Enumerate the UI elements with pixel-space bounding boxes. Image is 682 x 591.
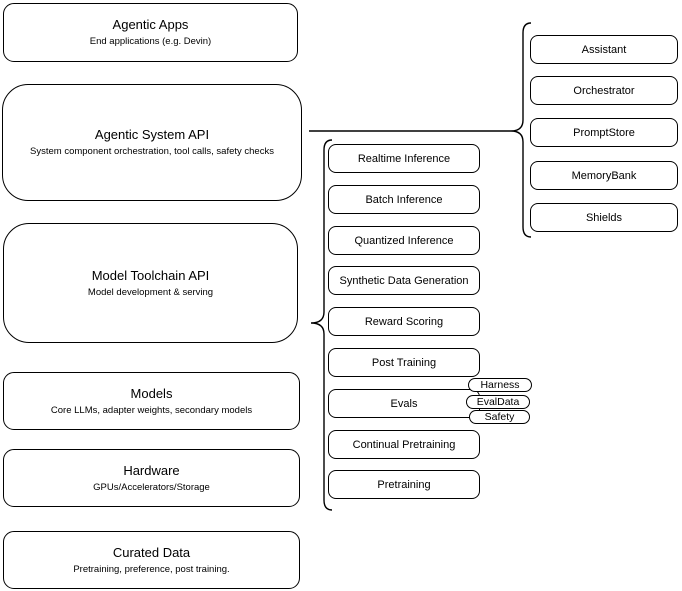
box-subtitle: System component orchestration, tool cal… — [30, 146, 274, 157]
node-pretraining: Pretraining — [328, 470, 480, 499]
box-models: Models Core LLMs, adapter weights, secon… — [3, 372, 300, 430]
node-promptstore: PromptStore — [530, 118, 678, 147]
box-model-toolchain-api: Model Toolchain API Model development & … — [3, 223, 298, 343]
box-agentic-system-api: Agentic System API System component orch… — [2, 84, 302, 201]
node-shields: Shields — [530, 203, 678, 232]
box-title: Hardware — [123, 462, 180, 478]
node-evals: Evals — [328, 389, 480, 418]
system-components-brace — [510, 22, 532, 238]
box-subtitle: End applications (e.g. Devin) — [89, 36, 212, 47]
node-memorybank: MemoryBank — [530, 161, 678, 190]
node-batch-inference: Batch Inference — [328, 185, 480, 214]
box-title: Curated Data — [112, 544, 191, 560]
node-reward-scoring: Reward Scoring — [328, 307, 480, 336]
box-hardware: Hardware GPUs/Accelerators/Storage — [3, 449, 300, 507]
node-synthetic-data-generation: Synthetic Data Generation — [328, 266, 480, 295]
node-continual-pretraining: Continual Pretraining — [328, 430, 480, 459]
node-orchestrator: Orchestrator — [530, 76, 678, 105]
pill-evaldata: EvalData — [466, 395, 530, 409]
box-title: Models — [130, 385, 173, 401]
box-title: Model Toolchain API — [91, 267, 210, 283]
box-title: Agentic System API — [94, 127, 210, 142]
box-subtitle: Pretraining, preference, post training. — [73, 563, 230, 575]
node-post-training: Post Training — [328, 348, 480, 377]
node-quantized-inference: Quantized Inference — [328, 226, 480, 255]
box-curated-data: Curated Data Pretraining, preference, po… — [3, 531, 300, 589]
pill-safety: Safety — [469, 410, 530, 424]
box-agentic-apps: Agentic Apps End applications (e.g. Devi… — [3, 3, 298, 62]
box-subtitle: Core LLMs, adapter weights, secondary mo… — [50, 404, 253, 416]
box-subtitle: GPUs/Accelerators/Storage — [93, 481, 210, 493]
box-subtitle: Model development & serving — [87, 286, 214, 298]
box-title: Agentic Apps — [112, 17, 189, 32]
node-realtime-inference: Realtime Inference — [328, 144, 480, 173]
node-assistant: Assistant — [530, 35, 678, 64]
pill-harness: Harness — [468, 378, 532, 392]
